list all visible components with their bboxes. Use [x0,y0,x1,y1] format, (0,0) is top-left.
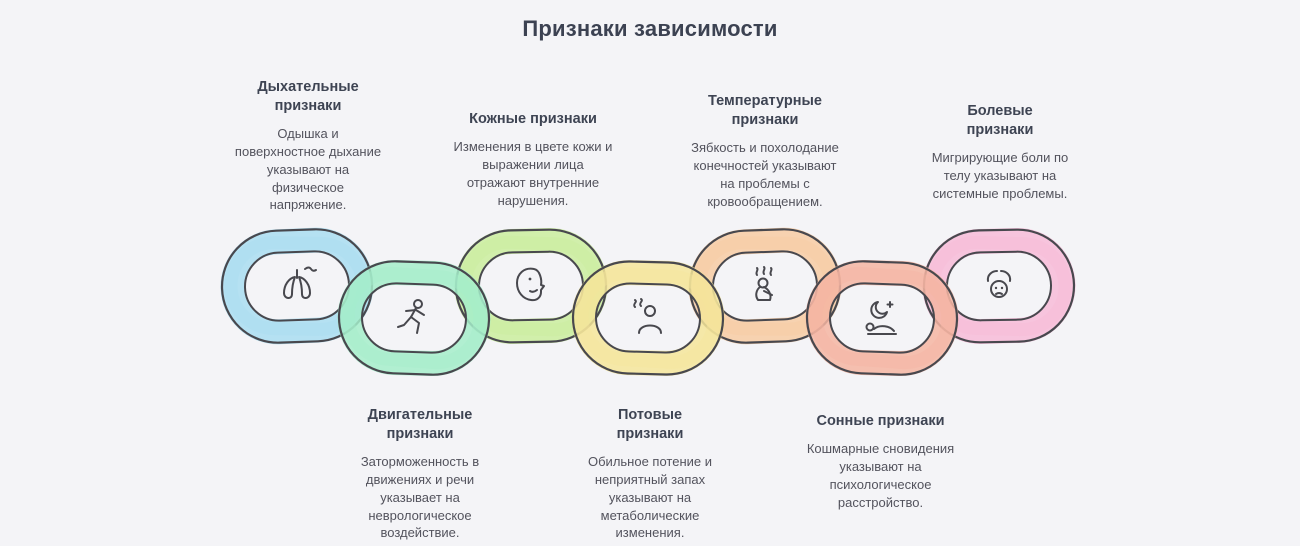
chain-link-sleep [805,260,959,376]
sweating-person-icon [633,298,662,334]
sign-body-temperature: Зябкость и похолодание конечностей указы… [691,139,839,209]
sign-label-temperature: Температурные признаки Зябкость и похоло… [685,92,845,210]
sign-heading-motor: Двигательные признаки [367,407,473,442]
sign-body-breathing: Одышка и поверхностное дыхание указывают… [234,125,382,213]
sign-label-sweat: Потовые признаки Обильное потение и непр… [575,406,725,542]
running-person-icon [397,299,425,334]
pain-person-icon [986,270,1012,298]
sign-label-sleep: Сонные признаки Кошмарные сновидения ука… [798,412,963,512]
lungs-icon [283,266,317,299]
chain-graphic [220,227,1076,376]
sign-body-sweat: Обильное потение и неприятный запах указ… [588,453,712,541]
sleep-moon-icon [865,301,897,335]
sign-body-sleep: Кошмарные сновидения указывают на психол… [806,440,955,510]
chain-link-sweat [571,260,725,376]
sign-label-breathing: Дыхательные признаки Одышка и поверхност… [233,78,383,214]
sign-body-skin: Изменения в цвете кожи и выражении лица … [453,138,613,208]
sign-label-motor: Двигательные признаки Заторможенность в … [345,406,495,542]
face-profile-icon [516,267,545,302]
sign-label-pain: Болевые признаки Мигрирующие боли по тел… [920,102,1080,203]
chain-link-motor [337,260,491,376]
sign-heading-temperature: Температурные признаки [708,93,822,128]
overheating-person-icon [755,266,773,301]
sign-body-pain: Мигрирующие боли по телу указывают на си… [931,149,1069,201]
page-title: Признаки зависимости [522,16,778,41]
sign-heading-breathing: Дыхательные признаки [257,79,359,114]
sign-heading-sweat: Потовые признаки [616,407,684,442]
sign-body-motor: Заторможенность в движениях и речи указы… [360,453,480,541]
sign-heading-sleep: Сонные признаки [816,413,945,429]
sign-heading-pain: Болевые признаки [966,103,1034,138]
sign-label-skin: Кожные признаки Изменения в цвете кожи и… [453,110,613,210]
sign-heading-skin: Кожные признаки [469,111,597,127]
